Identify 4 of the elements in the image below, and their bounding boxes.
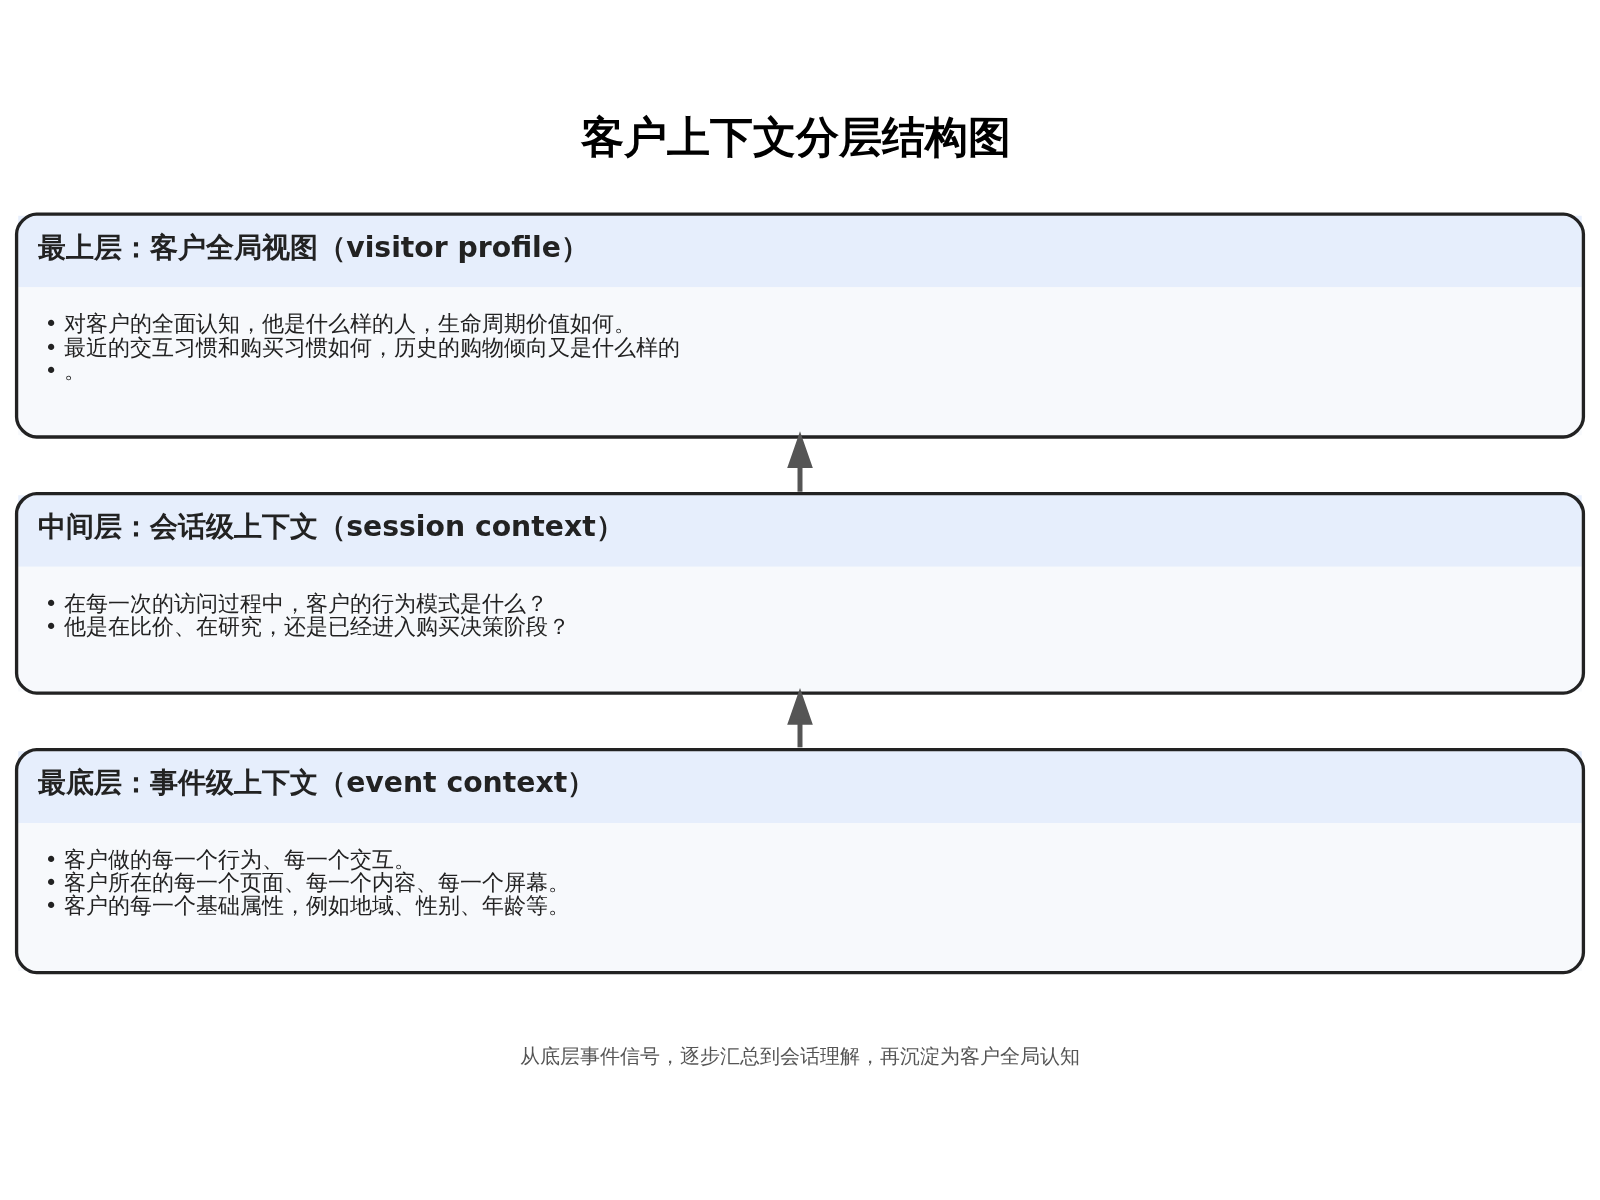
caption: 从底层事件信号，逐步汇总到会话理解，再沉淀为客户全局认知: [520, 1043, 1080, 1068]
diagram-title: 客户上下文分层结构图: [581, 112, 1012, 163]
arrow: [787, 431, 813, 492]
arrow: [787, 688, 813, 748]
